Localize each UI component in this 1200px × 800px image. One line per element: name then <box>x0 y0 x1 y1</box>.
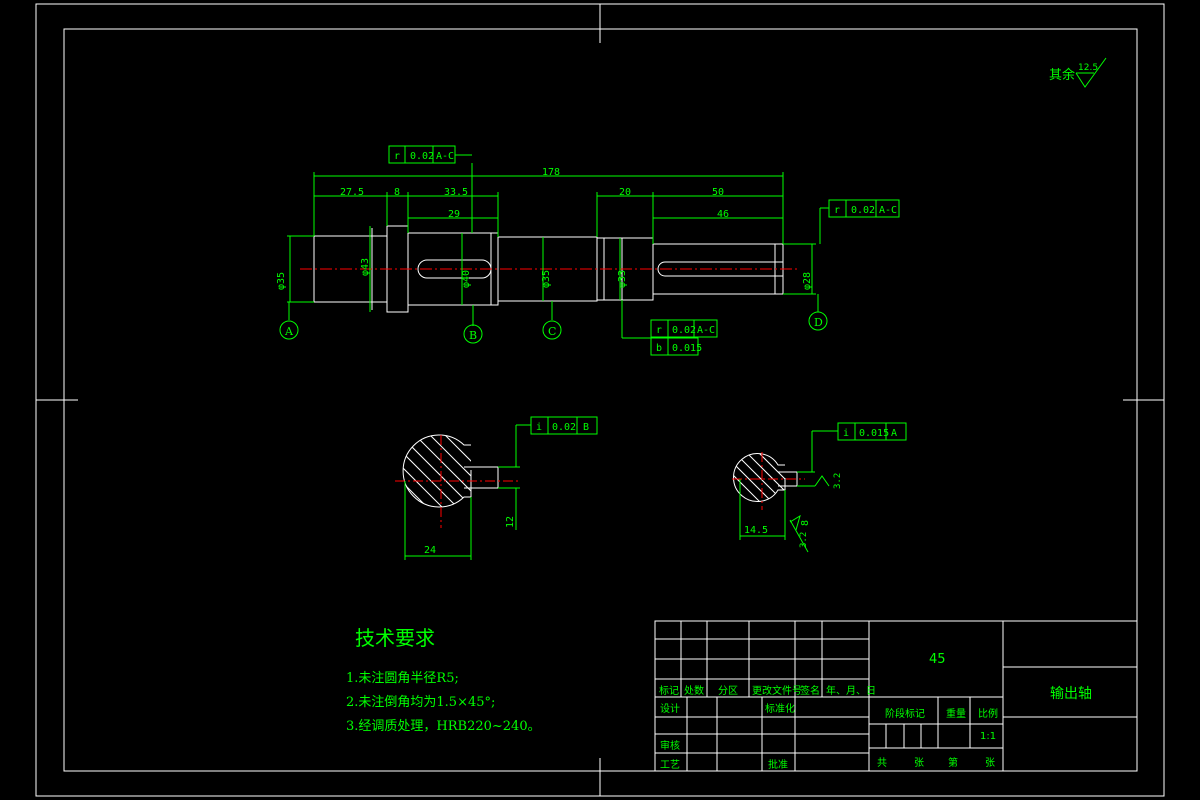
dim-overall: 178 <box>542 167 560 178</box>
dim-33-5: 33.5 <box>444 187 468 198</box>
tf2-val: 0.02 <box>851 205 875 216</box>
scale-label: 比例 <box>978 709 998 720</box>
tech-req-item-1: 1.未注圆角半径R5; <box>346 671 459 686</box>
dim-dia-35-mid: φ35 <box>541 270 552 288</box>
sheet-no-label: 第 <box>948 758 958 769</box>
dim-dia-40: φ40 <box>461 270 472 288</box>
tf1-sym: r <box>394 151 400 162</box>
tf2-sym: r <box>834 205 840 216</box>
dimension-texts: 178 27.5 8 33.5 29 20 50 46 φ35 φ43 φ40 … <box>276 167 813 290</box>
design-label: 设计 <box>660 704 680 715</box>
dim-dia-43: φ43 <box>360 258 371 276</box>
tf2-ref: A-C <box>879 205 897 216</box>
center-marks <box>36 4 1164 796</box>
datum-a: A <box>284 325 294 338</box>
tf3-sym: r <box>656 325 662 336</box>
roughness-value: 12.5 <box>1078 63 1098 73</box>
tf3-ref: A-C <box>697 325 715 336</box>
roughness-32-a: 3.2 <box>833 473 843 489</box>
sheets-total-label: 共 <box>877 758 887 769</box>
dimension-lines <box>287 154 829 339</box>
roughness-32-b: 3.2 <box>799 532 809 548</box>
datum-circles <box>279 311 828 344</box>
section-left <box>395 434 520 528</box>
datum-c: C <box>548 325 556 338</box>
part-name: 输出轴 <box>1050 686 1092 702</box>
datum-d: D <box>814 316 823 329</box>
weight-label: 重量 <box>946 709 966 720</box>
tf5-val: 0.02 <box>552 422 576 433</box>
hdr-count: 处数 <box>684 686 704 697</box>
roughness-symbol <box>1075 57 1107 88</box>
dim-29: 29 <box>448 209 460 220</box>
dim-dia-35-left: φ35 <box>276 272 287 290</box>
sec-right-width: 14.5 <box>744 525 768 536</box>
tf4-val: 0.015 <box>672 343 702 354</box>
tf6-ref: A <box>891 428 897 439</box>
hdr-change: 更改文件号 <box>752 686 802 697</box>
outer-frame <box>35 3 1165 797</box>
tech-req-item-3: 3.经调质处理，HRB220~240。 <box>346 719 541 734</box>
review-label: 审核 <box>660 741 680 752</box>
dim-dia-28: φ28 <box>802 272 813 290</box>
tf6-sym: i <box>843 428 849 439</box>
datum-b: B <box>469 329 477 342</box>
inner-frame <box>63 28 1138 772</box>
tech-req-item-2: 2.未注倒角均为1.5×45°; <box>346 695 496 710</box>
section-right <box>732 452 805 510</box>
tf1-ref: A-C <box>436 151 454 162</box>
standardize-label: 标准化 <box>765 704 795 715</box>
sheets-unit-2: 张 <box>985 758 995 769</box>
approve-label: 批准 <box>768 760 788 771</box>
sheets-unit-1: 张 <box>914 758 924 769</box>
tolerance-frame-texts: r 0.02 A-C r 0.02 A-C r 0.02 A-C b 0.015… <box>394 151 897 439</box>
dim-dia-33: φ33 <box>617 270 628 288</box>
scale-value: 1:1 <box>980 731 997 742</box>
hdr-date: 年、月、日 <box>826 686 876 697</box>
tf3-val: 0.02 <box>672 325 696 336</box>
title-block-grid <box>654 620 1138 772</box>
sec-right-key: 8 <box>800 520 811 526</box>
dim-20: 20 <box>619 187 631 198</box>
hdr-mark: 标记 <box>659 686 679 697</box>
material: 45 <box>929 652 946 667</box>
dim-46: 46 <box>717 209 729 220</box>
roughness-label: 其余 <box>1049 67 1075 83</box>
section-left-dims <box>404 424 531 560</box>
tf5-ref: B <box>583 422 589 433</box>
tech-req-title: 技术要求 <box>355 626 435 650</box>
section-right-dims <box>739 430 838 553</box>
sec-left-width: 24 <box>424 545 436 556</box>
tf6-val: 0.015 <box>859 428 889 439</box>
hdr-zone: 分区 <box>718 686 738 697</box>
dim-50: 50 <box>712 187 724 198</box>
process-label: 工艺 <box>660 760 680 771</box>
tf4-sym: b <box>656 343 662 354</box>
sec-left-key: 12 <box>505 516 516 528</box>
dim-8: 8 <box>394 187 400 198</box>
dim-27-5: 27.5 <box>340 187 364 198</box>
tf5-sym: i <box>536 422 542 433</box>
stage-mark-label: 阶段标记 <box>885 709 925 720</box>
hdr-sign: 签名 <box>800 686 820 697</box>
tf1-val: 0.02 <box>410 151 434 162</box>
